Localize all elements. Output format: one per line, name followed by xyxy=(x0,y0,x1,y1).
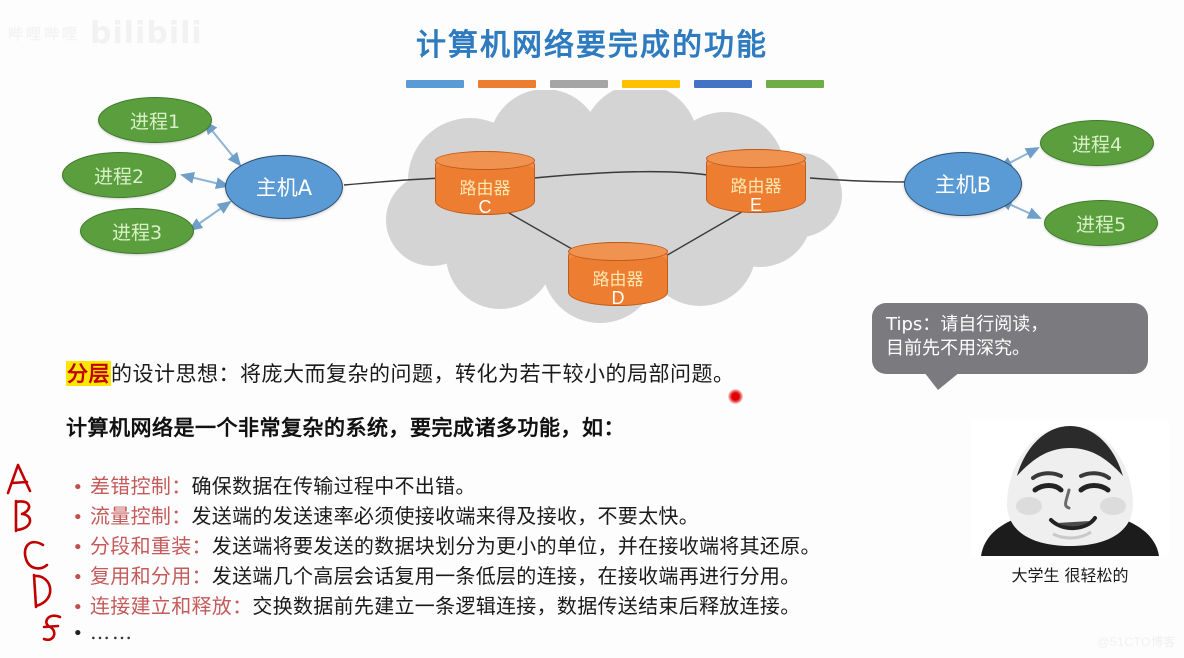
bullet-key: 复用和分用： xyxy=(90,564,212,588)
bilibili-watermark: 哔哩哔哩 bilibili xyxy=(8,12,218,54)
bullet-marker: • xyxy=(72,597,84,618)
title-accent-bars xyxy=(406,80,824,88)
layering-paragraph-rest: 的设计思想：将庞大而复杂的问题，转化为若干较小的局部问题。 xyxy=(111,362,735,386)
tips-callout: Tips：请自行阅读， 目前先不用深究。 xyxy=(872,303,1148,390)
accent-bar-4 xyxy=(622,80,680,88)
accent-bar-1 xyxy=(406,80,464,88)
bullet-marker: • xyxy=(72,537,84,558)
layering-paragraph: 分层的设计思想：将庞大而复杂的问题，转化为若干较小的局部问题。 xyxy=(66,358,735,388)
bilibili-watermark-text: bilibili xyxy=(90,15,203,51)
node-process-3[interactable]: 进程3 xyxy=(80,208,194,254)
list-item: • …… xyxy=(66,620,1146,650)
node-host-a[interactable]: 主机A xyxy=(225,155,343,219)
bullet-desc: 发送端几个高层会话复用一条低层的连接，在接收端再进行分用。 xyxy=(211,564,801,588)
node-router-c-label: 路由器 xyxy=(459,178,511,198)
node-process-4-label: 进程4 xyxy=(1071,133,1123,156)
node-router-d-letter: D xyxy=(611,288,625,308)
node-host-a-label: 主机A xyxy=(255,176,313,200)
accent-bar-2 xyxy=(478,80,536,88)
process-arrows-left xyxy=(180,120,242,232)
bullet-key: 分段和重装： xyxy=(90,534,212,558)
meme-face-drawing xyxy=(971,420,1169,556)
meme-face-image xyxy=(971,420,1169,556)
diagram-vectors xyxy=(180,90,1042,323)
meme-caption: 大学生 很轻松的 xyxy=(1011,566,1129,585)
node-process-3-label: 进程3 xyxy=(111,221,163,244)
node-router-e[interactable]: 路由器 E xyxy=(706,149,806,215)
accent-bar-3 xyxy=(550,80,608,88)
list-item: • 复用和分用： 发送端几个高层会话复用一条低层的连接，在接收端再进行分用。 xyxy=(66,560,1146,590)
node-process-2-label: 进程2 xyxy=(93,165,145,188)
functions-subheading: 计算机网络是一个非常复杂的系统，要完成诸多功能，如： xyxy=(66,416,625,440)
node-process-5-label: 进程5 xyxy=(1075,213,1127,236)
slide-title: 计算机网络要完成的功能 xyxy=(416,28,768,63)
list-item: • 流量控制： 发送端的发送速率必须使接收端来得及接收，不要太快。 xyxy=(66,500,1146,530)
tips-line-1: Tips：请自行阅读， xyxy=(886,314,1049,335)
node-router-d-label: 路由器 xyxy=(592,269,644,289)
bullet-desc: 发送端将要发送的数据块划分为更小的单位，并在接收端将其还原。 xyxy=(211,534,821,558)
node-router-d[interactable]: 路由器 D xyxy=(568,242,668,308)
bullet-desc: 确保数据在传输过程中不出错。 xyxy=(191,474,476,498)
bullet-marker: • xyxy=(72,567,84,588)
list-item: • 分段和重装： 发送端将要发送的数据块划分为更小的单位，并在接收端将其还原。 xyxy=(66,530,1146,560)
accent-bar-6 xyxy=(766,80,824,88)
node-host-b[interactable]: 主机B xyxy=(904,152,1022,216)
accent-bar-5 xyxy=(694,80,752,88)
node-router-e-letter: E xyxy=(749,195,762,215)
node-host-b-label: 主机B xyxy=(934,173,992,197)
bullet-key: …… xyxy=(90,620,134,644)
list-item: • 差错控制： 确保数据在传输过程中不出错。 xyxy=(66,470,1146,500)
bullet-marker: • xyxy=(72,623,84,644)
node-process-1-label: 进程1 xyxy=(129,110,181,133)
list-item: • 连接建立和释放： 交换数据前先建立一条逻辑连接，数据传送结束后释放连接。 xyxy=(66,590,1146,620)
bullet-key: 差错控制： xyxy=(90,474,192,498)
node-process-2[interactable]: 进程2 xyxy=(62,152,176,198)
node-process-5[interactable]: 进程5 xyxy=(1044,200,1158,246)
bullet-desc: 发送端的发送速率必须使接收端来得及接收，不要太快。 xyxy=(191,504,699,528)
bullet-marker: • xyxy=(72,477,84,498)
cursor-highlight-dot xyxy=(728,389,743,404)
bilibili-watermark-cn: 哔哩哔哩 xyxy=(8,24,81,43)
node-router-c-letter: C xyxy=(478,197,492,217)
meme-image-block: 大学生 很轻松的 xyxy=(960,420,1180,586)
bullet-key: 连接建立和释放： xyxy=(90,594,253,618)
bullet-desc: 交换数据前先建立一条逻辑连接，数据传送结束后释放连接。 xyxy=(252,594,801,618)
node-router-c[interactable]: 路由器 C xyxy=(435,151,535,217)
layering-keyword-highlight: 分层 xyxy=(66,361,111,386)
node-process-4[interactable]: 进程4 xyxy=(1040,120,1154,166)
node-router-e-label: 路由器 xyxy=(730,176,782,196)
bullet-key: 流量控制： xyxy=(90,504,192,528)
functions-bullet-list: • 差错控制： 确保数据在传输过程中不出错。 • 流量控制： 发送端的发送速率必… xyxy=(66,470,1146,650)
bullet-marker: • xyxy=(72,507,84,528)
network-diagram: 进程1 进程2 进程3 主机A 路由器 C 路由器 D 路由器 E 主机B xyxy=(0,90,1184,325)
node-process-1[interactable]: 进程1 xyxy=(98,97,212,143)
51cto-watermark: @51CTO博客 xyxy=(1097,635,1176,649)
tips-line-2: 目前先不用深究。 xyxy=(886,338,1030,360)
